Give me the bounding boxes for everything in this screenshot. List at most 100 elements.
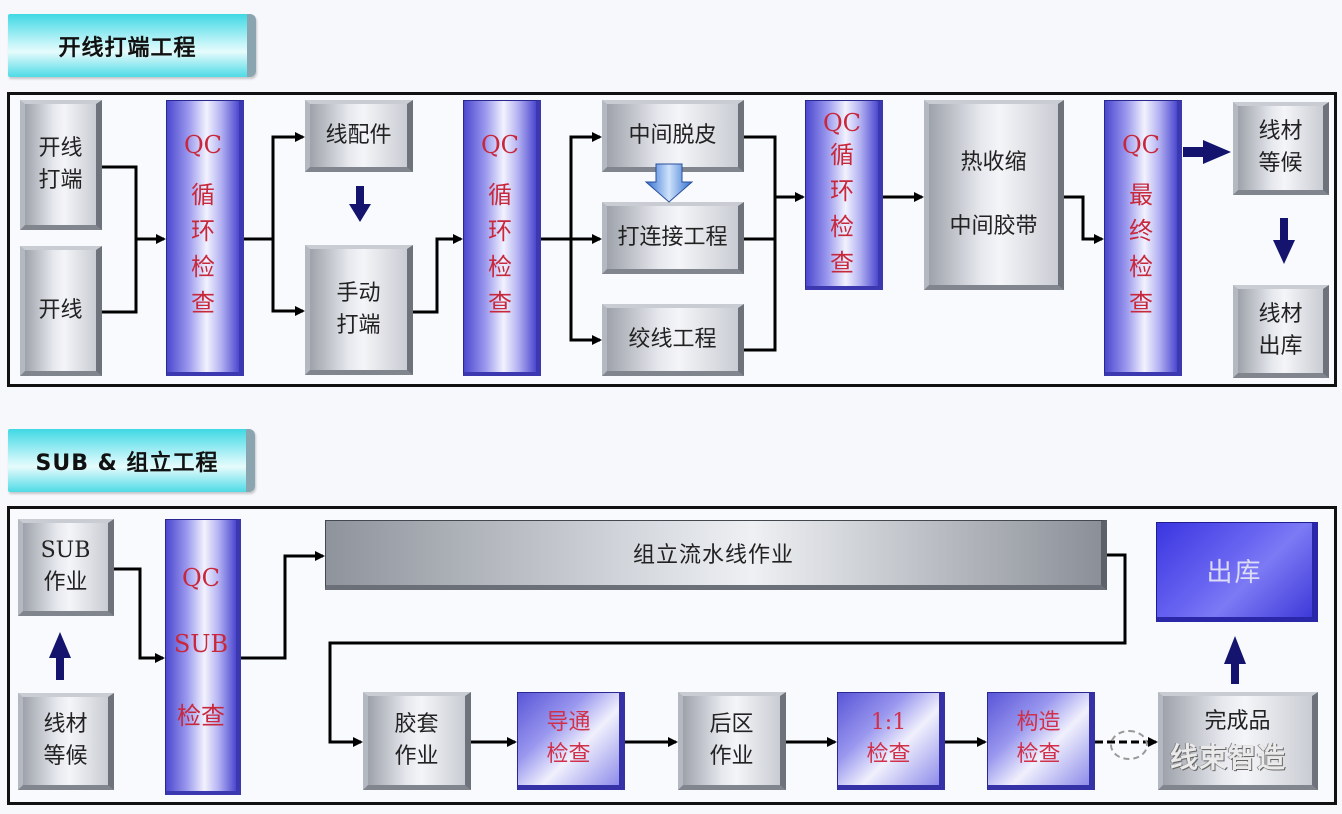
qc-sub-label: SUB <box>173 630 229 658</box>
node-label: 绞线工程 <box>628 326 717 352</box>
qc-cycle-check-3: QC 循 环 检 查 <box>805 100 883 290</box>
qc-label: QC <box>1121 131 1161 159</box>
node-label: 打端 <box>336 312 381 338</box>
node-label: 出库 <box>1206 557 1263 588</box>
qc-label: QC <box>480 131 520 159</box>
node-wire-accessories: 线配件 <box>305 100 413 172</box>
node-rubber-boot-work: 胶套 作业 <box>363 692 471 790</box>
node-label: 线材 <box>43 712 88 737</box>
node-label: 胶套 <box>394 711 439 737</box>
arrow-down-icon <box>644 163 694 203</box>
section-title-wire-cutting: 开线打端工程 <box>8 14 256 77</box>
connector-strip-merge <box>744 135 777 352</box>
qc-check-label: 检查 <box>177 702 225 730</box>
qc-cycle-check-2: QC 循 环 检 查 <box>463 100 541 376</box>
node-label: 完成品 <box>1204 709 1271 734</box>
node-label: 手动 <box>336 280 381 306</box>
node-wire-waiting-2: 线材 等候 <box>18 693 114 790</box>
node-label: 组立流水线作业 <box>632 543 794 568</box>
wechat-logo-icon <box>1110 730 1148 760</box>
node-heat-shrink-tape: 热收缩 中间胶带 <box>924 100 1064 290</box>
connector-qc2-to-strip <box>541 132 602 241</box>
connector-manual-to-qc2 <box>413 234 463 314</box>
node-label: 开线 <box>38 297 83 323</box>
node-label: 开线 <box>38 135 83 161</box>
node-manual-crimp: 手动 打端 <box>305 245 413 375</box>
node-cut-wire: 开线 <box>20 246 102 376</box>
node-twist-process: 绞线工程 <box>602 304 744 376</box>
node-label: 打连接工程 <box>617 224 728 250</box>
section-title-sub-assembly: SUB & 组立工程 <box>8 429 255 492</box>
qc-char: 检 <box>191 253 215 281</box>
node-label: 导通 <box>546 710 591 735</box>
node-label: 等候 <box>43 744 88 769</box>
node-outbound: 出库 <box>1156 522 1318 622</box>
qc-char: 检 <box>1129 253 1153 281</box>
qc-final-check: QC 最 终 检 查 <box>1104 100 1182 376</box>
node-continuity-check: 导通 检查 <box>517 692 625 790</box>
arrow-up-icon <box>49 632 71 680</box>
node-label: 中间胶带 <box>949 213 1038 239</box>
connector-cut-crimp-to-qc1 <box>102 165 166 244</box>
qc-char: 最 <box>1129 181 1153 209</box>
node-label: 检查 <box>546 742 591 767</box>
node-label: 线材 <box>1258 119 1303 144</box>
connector-qc1-to-manual-crimp <box>271 239 305 316</box>
connector-heatshrink-to-final <box>1064 195 1104 244</box>
node-label: 作业 <box>709 743 754 769</box>
connector-sub-to-qcsub <box>114 567 165 663</box>
node-label: 线材 <box>1258 302 1303 327</box>
qc-char: 查 <box>191 289 215 317</box>
arrow-up-icon <box>1224 636 1246 684</box>
node-sub-work: SUB 作业 <box>18 519 114 616</box>
node-middle-strip: 中间脱皮 <box>602 100 744 172</box>
node-finished-product: 完成品 <box>1158 692 1318 790</box>
watermark-text: 线束智造 <box>1170 741 1287 774</box>
node-label: 检查 <box>1016 742 1061 767</box>
node-label: 后区 <box>709 711 754 737</box>
arrow-down-icon <box>349 186 371 222</box>
arrow-down-icon <box>1273 218 1295 264</box>
qc-char: 循 <box>191 181 215 209</box>
connector-cut-to-qc1 <box>102 239 138 314</box>
node-cut-and-crimp: 开线 打端 <box>20 100 102 230</box>
arrow-right-icon <box>1183 140 1231 164</box>
qc-char: 查 <box>830 249 854 277</box>
node-splice-process: 打连接工程 <box>602 202 744 274</box>
node-structure-check: 构造 检查 <box>987 692 1095 790</box>
node-label: 热收缩 <box>960 149 1027 175</box>
qc-label: QC <box>181 564 221 592</box>
node-label: 作业 <box>43 570 88 595</box>
qc-char: 循 <box>488 181 512 209</box>
node-label: SUB <box>40 538 91 563</box>
node-label: 出库 <box>1258 334 1303 359</box>
qc-char: 循 <box>830 141 854 169</box>
qc-sub-check: QC SUB 检查 <box>165 519 241 795</box>
node-wire-waiting: 线材 等候 <box>1233 102 1329 195</box>
node-rear-area-work: 后区 作业 <box>678 692 786 790</box>
qc-char: 查 <box>488 289 512 317</box>
node-label: 检查 <box>866 742 911 767</box>
node-label: 等候 <box>1258 151 1303 176</box>
node-assembly-line: 组立流水线作业 <box>325 520 1107 590</box>
section-title-text: 开线打端工程 <box>58 35 197 61</box>
qc-label: QC <box>183 131 223 159</box>
connector-qc2-to-twist <box>569 239 602 345</box>
qc-char: 环 <box>488 217 512 245</box>
connector-qcsub-to-line <box>241 551 325 660</box>
section-title-text: SUB & 组立工程 <box>35 450 219 476</box>
node-label: 打端 <box>38 167 83 193</box>
qc-char: 环 <box>830 177 854 205</box>
qc-char: 查 <box>1129 289 1153 317</box>
qc-char: 终 <box>1129 217 1153 245</box>
node-wire-outbound: 线材 出库 <box>1233 285 1329 378</box>
qc-cycle-check-1: QC 循 环 检 查 <box>166 100 244 376</box>
connector-line-return <box>328 553 1127 747</box>
node-label: 线配件 <box>325 122 392 148</box>
connector-qc1-to-accessories <box>244 132 305 241</box>
node-label: 构造 <box>1016 710 1061 735</box>
qc-char: 环 <box>191 217 215 245</box>
qc-label: QC <box>822 109 862 137</box>
node-label: 作业 <box>394 743 439 769</box>
node-1to1-check: 1:1 检查 <box>837 692 945 790</box>
